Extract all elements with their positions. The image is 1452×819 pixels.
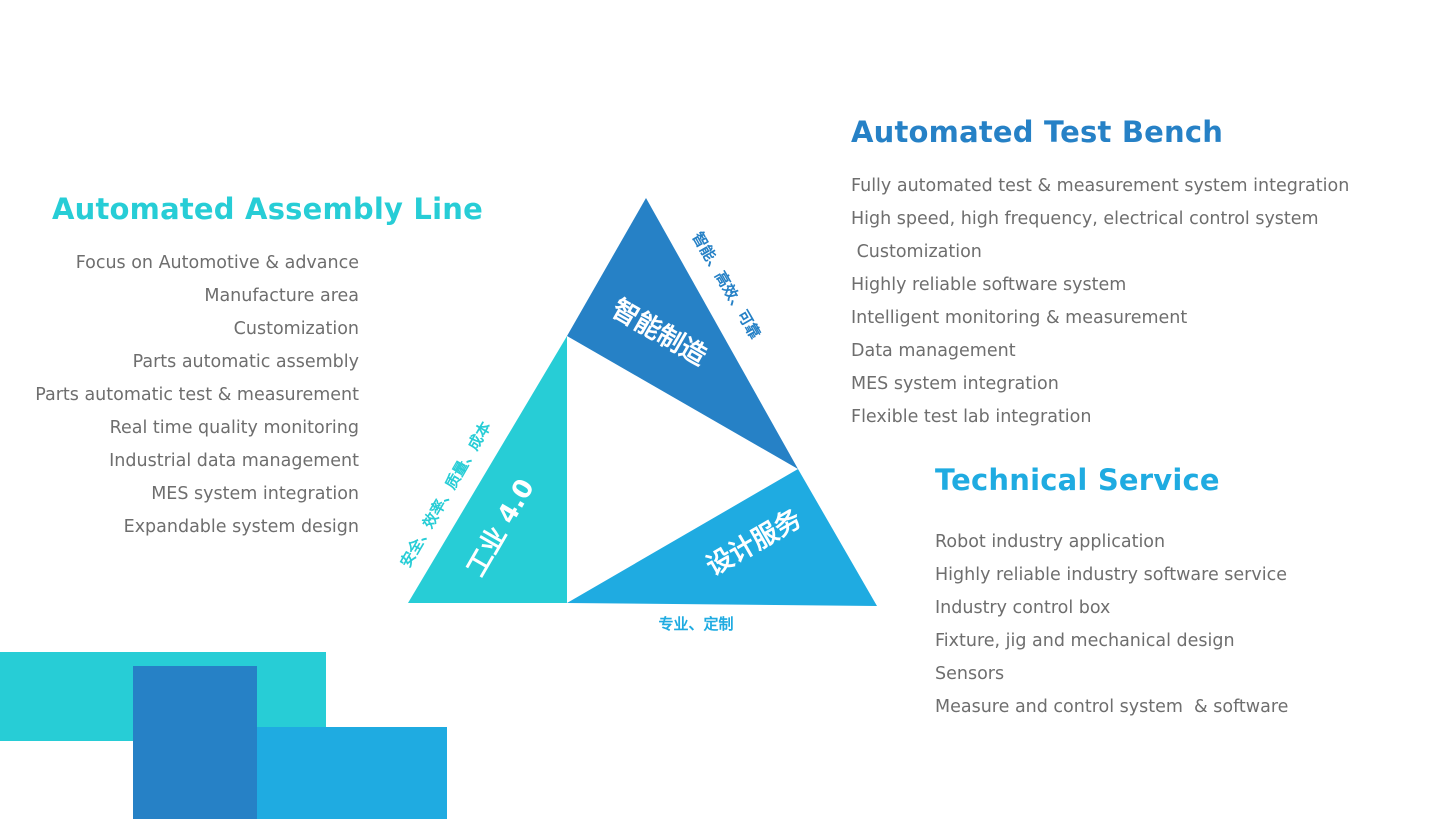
test-bench-item: Customization bbox=[851, 242, 982, 262]
technical-service-title: Technical Service bbox=[935, 463, 1220, 497]
test-bench-item: Intelligent monitoring & measurement bbox=[851, 308, 1188, 328]
test-bench-item: High speed, high frequency, electrical c… bbox=[851, 209, 1319, 229]
test-bench-title: Automated Test Bench bbox=[851, 115, 1224, 149]
triangle-top-segment bbox=[567, 198, 798, 469]
assembly-item: MES system integration bbox=[151, 484, 359, 504]
test-bench-item: Fully automated test & measurement syste… bbox=[851, 176, 1350, 196]
tag-professional-custom: 专业、定制 bbox=[658, 615, 733, 633]
assembly-line-list: Focus on Automotive & advance Manufactur… bbox=[20, 247, 359, 544]
test-bench-item: Highly reliable software system bbox=[851, 275, 1127, 295]
assembly-item: Real time quality monitoring bbox=[109, 418, 359, 438]
assembly-item: Expandable system design bbox=[123, 517, 359, 537]
technical-service-list: Robot industry application Highly reliab… bbox=[935, 526, 1415, 724]
technical-item: Highly reliable industry software servic… bbox=[935, 565, 1287, 585]
technical-item: Industry control box bbox=[935, 598, 1111, 618]
assembly-item: Parts automatic assembly bbox=[132, 352, 359, 372]
assembly-line-title: Automated Assembly Line bbox=[52, 192, 483, 226]
technical-item: Robot industry application bbox=[935, 532, 1166, 552]
assembly-item: Parts automatic test & measurement bbox=[35, 385, 359, 405]
assembly-item: Customization bbox=[233, 319, 359, 339]
deco-block-sky bbox=[257, 727, 447, 819]
technical-item: Sensors bbox=[935, 664, 1005, 684]
test-bench-item: MES system integration bbox=[851, 374, 1059, 394]
test-bench-item: Flexible test lab integration bbox=[851, 407, 1092, 427]
assembly-item: Focus on Automotive & advance bbox=[75, 253, 359, 273]
assembly-item: Industrial data management bbox=[109, 451, 359, 471]
triangle-right-segment bbox=[567, 469, 877, 606]
deco-block-dark bbox=[133, 666, 257, 819]
triangle-left-segment bbox=[408, 336, 567, 603]
technical-item: Fixture, jig and mechanical design bbox=[935, 631, 1235, 651]
test-bench-item: Data management bbox=[851, 341, 1016, 361]
test-bench-list: Fully automated test & measurement syste… bbox=[851, 170, 1411, 434]
technical-item: Measure and control system & software bbox=[935, 697, 1289, 717]
assembly-item: Manufacture area bbox=[204, 286, 359, 306]
